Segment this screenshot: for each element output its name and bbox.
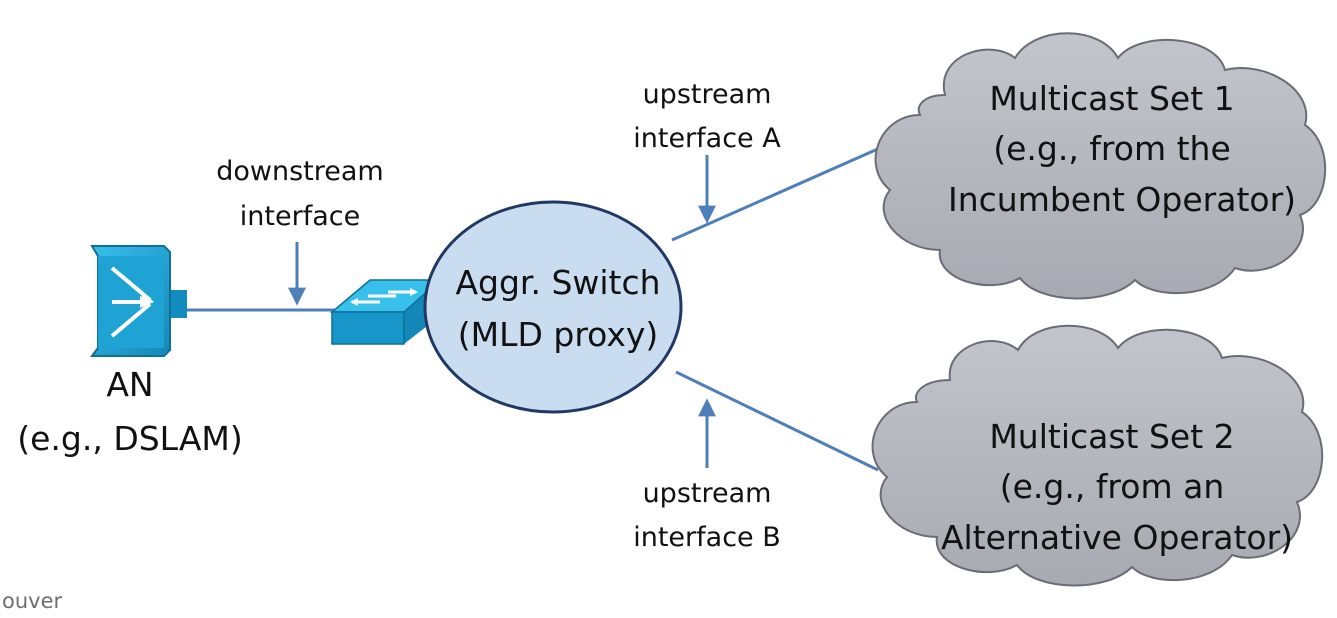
an-label-line1: AN [106,365,153,404]
downstream-label-line2: interface [240,201,360,232]
upstream-b-label-line2: interface B [633,522,781,553]
footer-text: ouver [2,589,63,613]
router-icon [90,245,187,357]
multicast-cloud-2: Multicast Set 2 (e.g., from an Alternati… [871,324,1323,587]
cloud1-line1: Multicast Set 1 [989,79,1234,118]
cloud1-line2: (e.g., from the [993,129,1231,168]
an-label-line2: (e.g., DSLAM) [17,419,243,458]
aggr-switch-label-line2: (MLD proxy) [458,315,659,354]
cloud2-line1: Multicast Set 2 [989,417,1234,456]
cloud2-line2: (e.g., from an [1000,467,1225,506]
aggr-switch-label-line1: Aggr. Switch [455,263,660,302]
link-switch-cloud1 [671,146,881,242]
upstream-b-label-line1: upstream [643,478,772,509]
downstream-label-line1: downstream [216,156,383,187]
link-switch-cloud2 [675,370,879,472]
multicast-cloud-1: Multicast Set 1 (e.g., from the Incumben… [874,32,1326,300]
cloud1-line3: Incumbent Operator) [948,180,1296,219]
upstream-a-label-line1: upstream [643,79,772,110]
cloud2-line3: Alternative Operator) [941,518,1293,557]
upstream-a-label-line2: interface A [633,123,781,154]
aggr-switch-ellipse [423,200,683,414]
